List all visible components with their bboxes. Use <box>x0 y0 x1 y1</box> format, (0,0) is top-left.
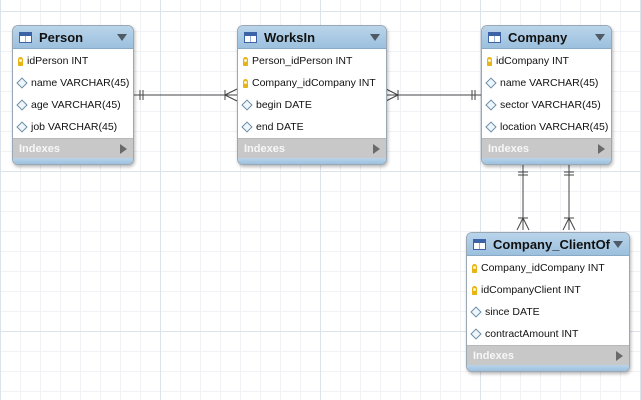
key-icon <box>472 263 477 273</box>
key-icon <box>243 78 248 88</box>
column-label: contractAmount INT <box>485 328 579 340</box>
column-label: idCompanyClient INT <box>481 284 581 296</box>
table-title: WorksIn <box>264 29 316 45</box>
table-bottom-bar <box>13 158 133 164</box>
diamond-icon <box>485 77 497 89</box>
many-mark-clientof-1 <box>516 217 530 231</box>
table-header[interactable]: Company <box>482 26 611 49</box>
column-row[interactable]: Company_idCompany INT <box>238 72 386 94</box>
chevron-down-icon[interactable] <box>613 240 623 248</box>
expand-arrow-icon[interactable] <box>120 143 127 154</box>
table-company[interactable]: Company idCompany INT name VARCHAR(45) sec… <box>481 25 612 165</box>
table-title: Company_ClientOf <box>493 236 611 252</box>
column-row[interactable]: idCompany INT <box>482 50 611 72</box>
column-row[interactable]: Company_idCompany INT <box>467 257 629 279</box>
table-title: Company <box>508 29 568 45</box>
table-header[interactable]: Person <box>13 26 133 49</box>
table-icon <box>473 238 486 250</box>
chevron-down-icon[interactable] <box>117 33 127 41</box>
column-label: end DATE <box>256 121 304 133</box>
key-icon <box>18 56 23 66</box>
column-row[interactable]: job VARCHAR(45) <box>13 116 133 138</box>
table-worksin[interactable]: WorksIn Person_idPerson INT Company_idCom… <box>237 25 387 165</box>
column-row[interactable]: location VARCHAR(45) <box>482 116 611 138</box>
table-bottom-bar <box>482 158 611 164</box>
many-mark-worksin-right <box>385 88 399 102</box>
column-label: since DATE <box>485 306 540 318</box>
column-label: sector VARCHAR(45) <box>500 99 601 111</box>
table-icon <box>488 31 501 43</box>
column-label: Person_idPerson INT <box>252 55 353 67</box>
table-header[interactable]: Company_ClientOf <box>467 233 629 256</box>
one-mark-company-bottom-1 <box>518 171 528 176</box>
key-icon <box>487 56 492 66</box>
many-mark-clientof-2 <box>562 217 576 231</box>
expand-arrow-icon[interactable] <box>373 143 380 154</box>
table-company-clientof[interactable]: Company_ClientOf Company_idCompany INT id… <box>466 232 630 372</box>
expand-arrow-icon[interactable] <box>598 143 605 154</box>
column-label: Company_idCompany INT <box>252 77 376 89</box>
chevron-down-icon[interactable] <box>370 33 380 41</box>
indexes-section[interactable]: Indexes <box>467 345 629 365</box>
column-row[interactable]: idPerson INT <box>13 50 133 72</box>
indexes-label: Indexes <box>488 142 529 155</box>
column-label: location VARCHAR(45) <box>500 121 609 133</box>
indexes-label: Indexes <box>473 349 514 362</box>
many-mark-worksin-left <box>224 88 238 102</box>
table-header[interactable]: WorksIn <box>238 26 386 49</box>
diamond-icon <box>470 306 482 318</box>
one-mark-company-bottom-2 <box>564 171 574 176</box>
table-bottom-bar <box>238 158 386 164</box>
indexes-section[interactable]: Indexes <box>482 138 611 158</box>
indexes-label: Indexes <box>19 142 60 155</box>
column-label: name VARCHAR(45) <box>31 77 130 89</box>
table-person[interactable]: Person idPerson INT name VARCHAR(45) age V… <box>12 25 134 165</box>
key-icon <box>472 285 477 295</box>
one-mark-company-left <box>471 90 476 100</box>
table-icon <box>244 31 257 43</box>
column-row[interactable]: name VARCHAR(45) <box>482 72 611 94</box>
column-row[interactable]: Person_idPerson INT <box>238 50 386 72</box>
column-row[interactable]: end DATE <box>238 116 386 138</box>
column-label: begin DATE <box>256 99 312 111</box>
indexes-label: Indexes <box>244 142 285 155</box>
column-label: Company_idCompany INT <box>481 262 605 274</box>
one-mark-person <box>139 90 144 100</box>
column-row[interactable]: sector VARCHAR(45) <box>482 94 611 116</box>
diamond-icon <box>241 121 253 133</box>
column-label: age VARCHAR(45) <box>31 99 121 111</box>
column-row[interactable]: contractAmount INT <box>467 323 629 345</box>
diamond-icon <box>16 77 28 89</box>
table-icon <box>19 31 32 43</box>
column-label: job VARCHAR(45) <box>31 121 118 133</box>
expand-arrow-icon[interactable] <box>616 350 623 361</box>
diamond-icon <box>16 99 28 111</box>
table-title: Person <box>39 29 84 45</box>
diamond-icon <box>470 328 482 340</box>
column-row[interactable]: begin DATE <box>238 94 386 116</box>
column-label: idPerson INT <box>27 55 89 67</box>
column-row[interactable]: name VARCHAR(45) <box>13 72 133 94</box>
chevron-down-icon[interactable] <box>595 33 605 41</box>
table-bottom-bar <box>467 365 629 371</box>
indexes-section[interactable]: Indexes <box>238 138 386 158</box>
column-label: name VARCHAR(45) <box>500 77 599 89</box>
key-icon <box>243 56 248 66</box>
column-row[interactable]: age VARCHAR(45) <box>13 94 133 116</box>
column-row[interactable]: since DATE <box>467 301 629 323</box>
column-label: idCompany INT <box>496 55 569 67</box>
diamond-icon <box>16 121 28 133</box>
diamond-icon <box>485 99 497 111</box>
indexes-section[interactable]: Indexes <box>13 138 133 158</box>
column-row[interactable]: idCompanyClient INT <box>467 279 629 301</box>
diamond-icon <box>241 99 253 111</box>
diamond-icon <box>485 121 497 133</box>
